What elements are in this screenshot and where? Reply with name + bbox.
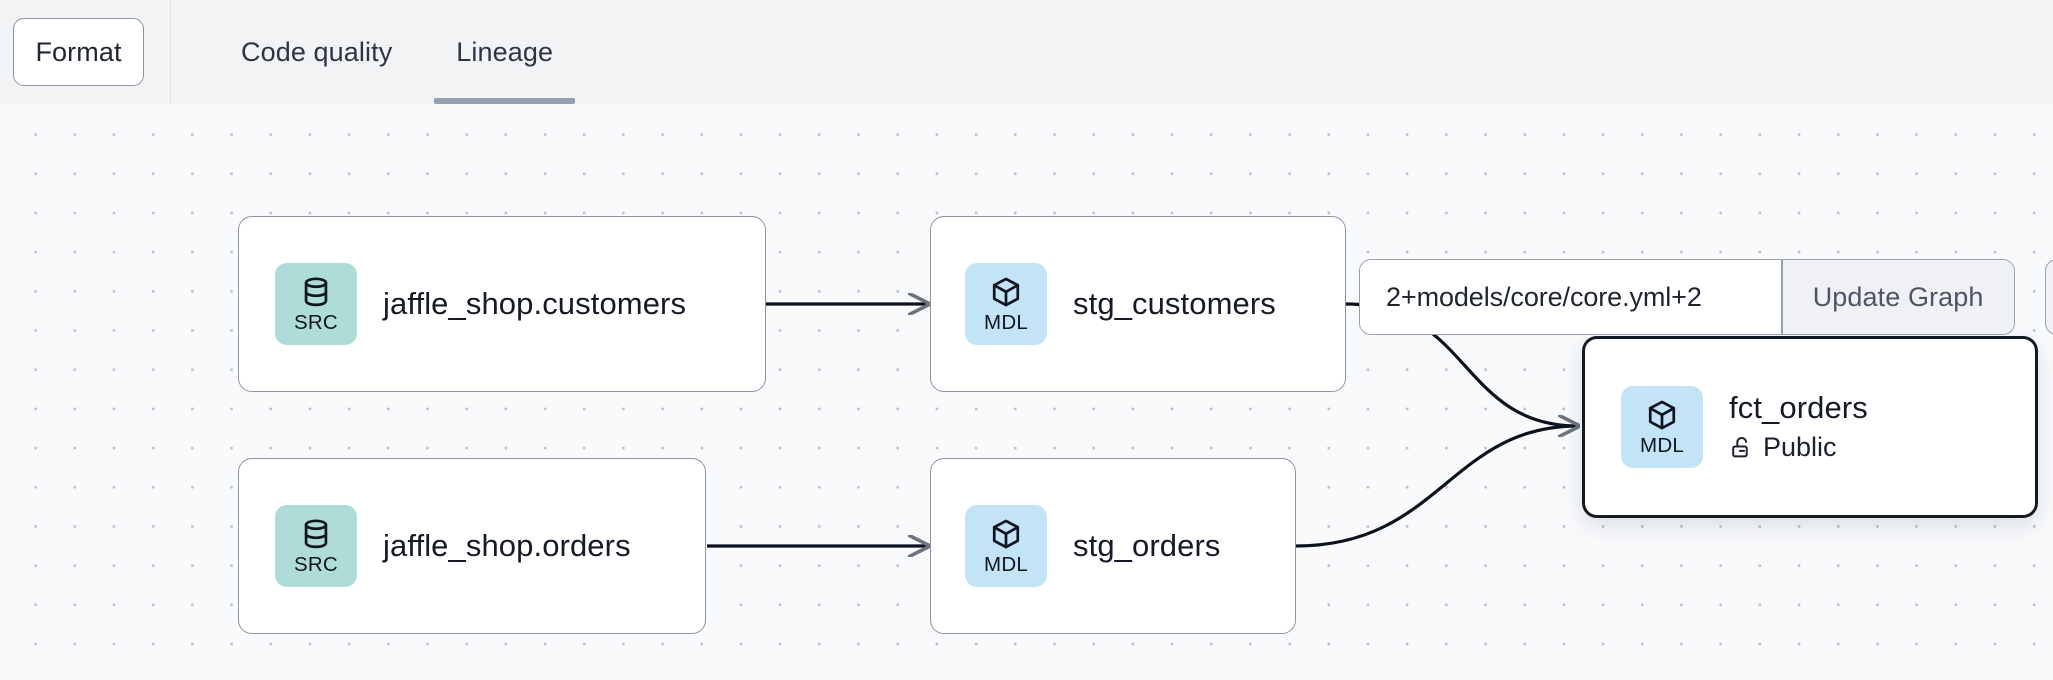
lineage-node-stg-customers[interactable]: MDL stg_customers [930,216,1346,392]
tab-code-quality[interactable]: Code quality [241,0,392,104]
node-title: jaffle_shop.customers [383,285,687,321]
node-title: stg_orders [1073,527,1221,563]
node-title: jaffle_shop.orders [383,527,631,563]
node-badge-mdl: MDL [965,263,1047,345]
tab-code-quality-label: Code quality [241,36,393,67]
node-title: stg_customers [1073,285,1276,321]
toolbar: Format Code quality Lineage [0,0,2053,104]
cube-icon [992,519,1020,549]
database-icon [304,519,328,548]
node-body: fct_orders Public [1729,390,1868,463]
graph-selector-control: Update Graph [1359,259,2015,335]
lineage-node-stg-orders[interactable]: MDL stg_orders [930,458,1296,634]
node-badge-label: MDL [1640,433,1684,457]
update-graph-button[interactable]: Update Graph [1782,260,2014,334]
graph-overflow-button[interactable] [2045,259,2053,335]
node-badge-label: SRC [294,552,338,576]
format-button[interactable]: Format [13,18,144,86]
tab-lineage-label: Lineage [456,36,554,67]
lineage-node-jaffle-shop-customers[interactable]: SRC jaffle_shop.customers [238,216,766,392]
tab-lineage-underline [434,98,576,104]
node-body: stg_customers [1073,285,1276,322]
node-badge-mdl: MDL [1621,386,1703,468]
tab-lineage[interactable]: Lineage [434,0,576,104]
cube-icon [1648,400,1676,430]
toolbar-left-section: Format [0,0,171,104]
node-badge-label: MDL [984,552,1028,576]
database-icon [304,277,328,306]
node-title: fct_orders [1729,390,1868,426]
node-body: jaffle_shop.orders [383,527,631,564]
node-badge-label: SRC [294,310,338,334]
node-badge-src: SRC [275,505,357,587]
node-visibility: Public [1729,432,1868,463]
lineage-node-fct-orders[interactable]: MDL fct_orders Public [1582,336,2038,518]
node-badge-label: MDL [984,310,1028,334]
node-visibility-label: Public [1763,431,1837,462]
edge-stg-orders-to-fct [1295,426,1578,548]
node-body: jaffle_shop.customers [383,285,687,322]
cube-icon [992,277,1020,307]
tab-bar: Code quality Lineage [171,0,576,104]
node-badge-src: SRC [275,263,357,345]
graph-selector-input[interactable] [1360,260,1781,334]
selector-divider [1781,260,1783,334]
node-badge-mdl: MDL [965,505,1047,587]
lineage-node-jaffle-shop-orders[interactable]: SRC jaffle_shop.orders [238,458,706,634]
unlock-icon [1732,436,1748,458]
node-body: stg_orders [1073,527,1221,564]
lineage-canvas[interactable]: SRC jaffle_shop.customers MDL stg_custom… [0,104,2053,680]
